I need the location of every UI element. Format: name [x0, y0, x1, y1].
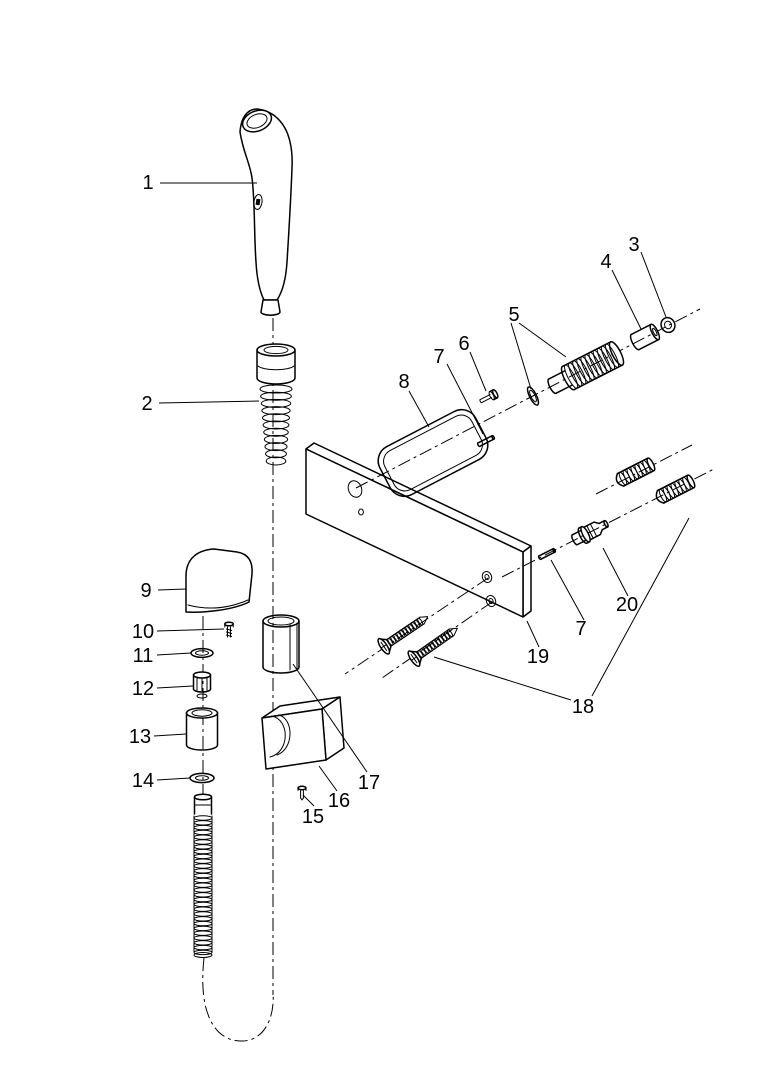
part-label-1: 1	[142, 172, 153, 194]
part-label-3: 3	[628, 234, 639, 256]
part-label-2: 2	[141, 393, 152, 415]
part-16-holder-bracket	[261, 696, 345, 770]
part-7-pin-lower	[537, 547, 557, 561]
part-5-washer	[526, 386, 540, 406]
brand-mark	[255, 198, 261, 206]
part-20-valve-stem	[571, 519, 609, 546]
part-10-grub-screw	[224, 621, 234, 638]
hose-ridges	[193, 815, 213, 956]
part-8-gasket-frame	[377, 408, 489, 498]
anchor-a-ribs	[618, 459, 651, 486]
part-5-threaded-body	[547, 340, 625, 395]
part-17-clip	[262, 614, 300, 674]
part-label-4: 4	[600, 251, 611, 273]
part-6-screw	[479, 388, 499, 404]
part-label-10: 10	[132, 621, 154, 643]
screw-b-threads	[417, 629, 454, 658]
screw-a-threads	[387, 617, 424, 646]
part-label-19: 19	[527, 646, 549, 668]
part-label-11: 11	[133, 645, 154, 667]
part-7-pin-upper	[476, 434, 496, 448]
part-labels: 1 2 3 4 5 6 7 8 9 10 11 12 13 14 15 16 1…	[129, 172, 640, 828]
part-12-check-valve	[192, 671, 212, 699]
part-1-spray-head	[239, 108, 293, 316]
part-label-15: 15	[302, 806, 324, 828]
part-label-16: 16	[328, 790, 350, 812]
leader-lines	[153, 182, 690, 807]
part-14-washer	[189, 772, 215, 784]
part-label-9: 9	[140, 580, 151, 602]
part-15-screw	[297, 785, 307, 801]
part-18-screw-b	[407, 627, 458, 667]
center-lines	[202, 308, 715, 1042]
part-label-7-upper: 7	[433, 346, 444, 368]
part-18-wall-anchor-a	[615, 457, 656, 487]
thread-ridges	[564, 343, 620, 389]
part-label-7-lower: 7	[575, 618, 586, 640]
part-9-cover-cap	[185, 548, 253, 613]
shower-hose	[193, 793, 213, 958]
part-11-o-ring	[190, 647, 214, 659]
part-label-8: 8	[398, 371, 409, 393]
spring-coils	[259, 384, 293, 466]
part-label-20: 20	[616, 594, 638, 616]
part-label-12: 12	[132, 678, 154, 700]
part-label-13: 13	[129, 726, 151, 748]
part-label-6: 6	[458, 333, 469, 355]
part-18-wall-anchor-b	[655, 474, 696, 504]
part-18-screw-a	[377, 616, 429, 655]
part-4-bushing	[629, 323, 661, 351]
part-label-17: 17	[358, 772, 380, 794]
anchor-b-ribs	[658, 476, 691, 503]
part-label-14: 14	[132, 770, 154, 792]
part-19-wall-plate	[305, 442, 532, 618]
part-2-hose-connector	[256, 343, 296, 466]
part-13-sleeve	[185, 707, 219, 751]
part-label-5: 5	[508, 304, 519, 326]
part-label-18: 18	[572, 696, 594, 718]
part-3-retaining-ring	[660, 316, 676, 334]
